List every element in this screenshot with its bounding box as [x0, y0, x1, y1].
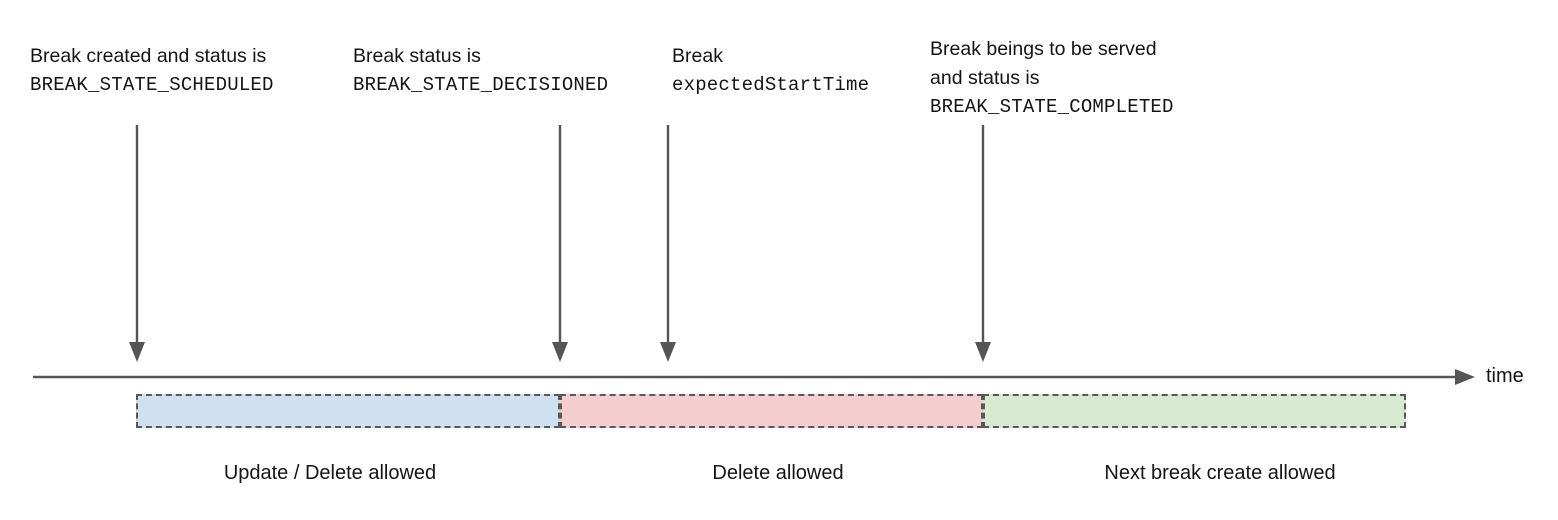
event-arrow-head-expected-start-time	[660, 342, 676, 362]
annotation-line: Break status is	[353, 45, 481, 67]
annotation-line: BREAK_STATE_DECISIONED	[353, 74, 609, 96]
phase-caption-update-delete-allowed: Update / Delete allowed	[223, 462, 437, 484]
event-arrow-head-break-decisioned	[552, 342, 568, 362]
annotation-line: and status is	[930, 67, 1040, 89]
phase-bar-update-delete-allowed	[136, 394, 560, 428]
time-axis-label: time	[1486, 365, 1524, 387]
phase-caption-next-break-create-allowed: Next break create allowed	[1104, 462, 1336, 484]
event-annotation-break-completed: Break beings to be served and status is BR…	[930, 35, 1174, 122]
event-arrow-group	[129, 125, 991, 362]
annotation-line: Break created and status is	[30, 45, 267, 67]
annotation-line: Break beings to be served	[930, 38, 1157, 60]
event-annotation-expected-start-time: Break expectedStartTime	[672, 42, 869, 100]
time-axis-arrowhead	[1455, 369, 1475, 385]
annotation-line: expectedStartTime	[672, 74, 870, 96]
event-arrow-head-break-completed	[975, 342, 991, 362]
event-arrow-head-break-created	[129, 342, 145, 362]
phase-caption-delete-allowed: Delete allowed	[712, 462, 844, 484]
event-annotation-break-created: Break created and status is BREAK_STATE_S…	[30, 42, 274, 100]
time-axis-group	[33, 369, 1475, 385]
phase-bar-next-break-create-allowed	[983, 394, 1406, 428]
annotation-line: Break	[672, 45, 723, 67]
annotation-line: BREAK_STATE_COMPLETED	[930, 96, 1174, 118]
annotation-line: BREAK_STATE_SCHEDULED	[30, 74, 274, 96]
phase-bar-delete-allowed	[560, 394, 983, 428]
event-annotation-break-decisioned: Break status is BREAK_STATE_DECISIONED	[353, 42, 608, 100]
